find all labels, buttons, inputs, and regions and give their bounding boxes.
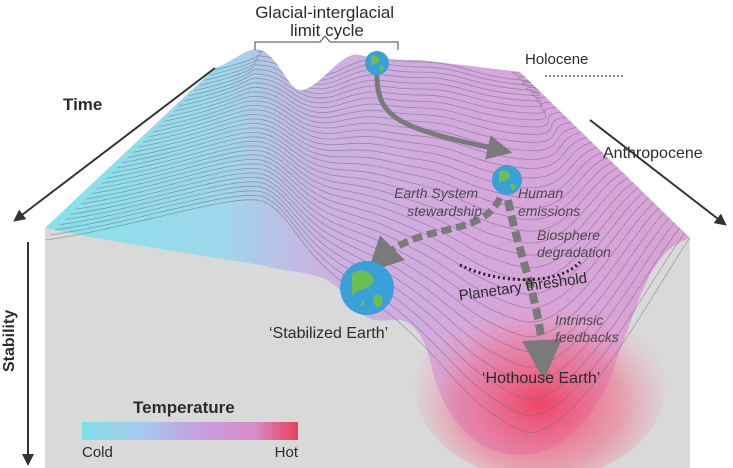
stabilized-earth-label: ‘Stabilized Earth’ [269,325,388,342]
contour-line [184,77,551,114]
hothouse-earth-label: ‘Hothouse Earth’ [482,370,600,387]
legend-cold-label: Cold [82,444,113,461]
time-arrow-right [589,119,727,226]
legend-title: Temperature [133,398,235,417]
contour-line [132,122,603,199]
trajectory-arrow-stewardship [367,196,504,273]
legend-hot-label: Hot [275,444,299,461]
intrinsic-feedbacks-label: Intrinsic feedbacks [555,312,619,345]
contour-line [137,118,598,189]
glacial-cycle-brace [254,35,399,50]
contour-line [96,154,639,282]
contour-line [106,145,629,256]
contour-line [122,131,613,221]
holocene-label: Holocene [525,51,588,68]
contour-line [163,95,572,143]
contour-line [147,109,588,169]
contour-line [142,113,593,179]
human-emissions-label: Human emissions [518,185,580,219]
contour-line [168,91,567,135]
glacial-cycle-label: Glacial-interglacial limit cycle [255,3,399,40]
contour-line [101,149,634,269]
time-arrow-left [13,67,216,222]
temperature-legend: Temperature Cold Hot [82,398,299,461]
trajectory-arrow-holocene [374,69,513,160]
contour-line [153,104,582,160]
contour-line [117,136,619,232]
contour-line [91,158,644,295]
globe-icon [340,261,394,315]
globe-icon [365,51,389,75]
contour-line [127,127,608,210]
biosphere-degradation-label: Biosphere degradation [537,227,611,260]
contour-line [111,140,624,244]
stability-label: Stability [1,310,18,372]
temperature-gradient-bar [82,422,298,440]
stewardship-label: Earth System stewardship [394,185,482,219]
contour-line [86,163,650,309]
globe-icon [492,165,522,195]
anthropocene-label: Anthropocene [603,145,703,162]
contour-line [50,194,686,416]
planetary-threshold-line [459,260,582,282]
contour-line [158,100,577,152]
time-label: Time [63,95,102,114]
contour-line [45,199,690,433]
